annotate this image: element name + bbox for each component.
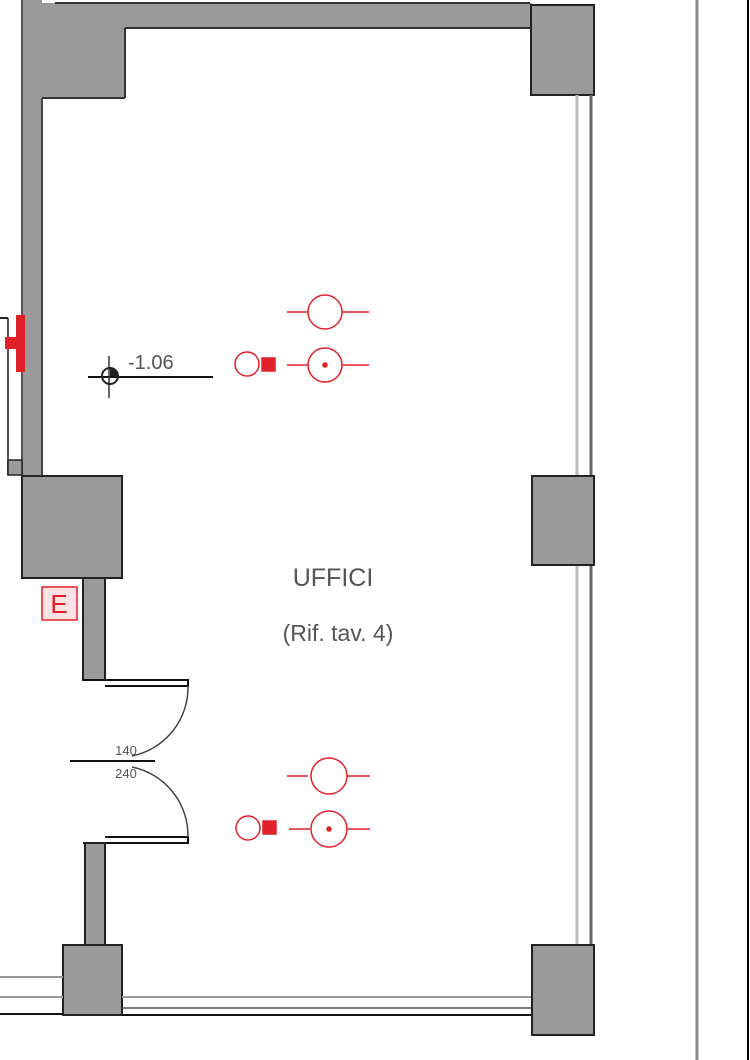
socket-icon — [234, 351, 276, 377]
pillar-right-middle — [531, 475, 595, 566]
ceiling-light-icon — [287, 294, 369, 330]
pillar-bottom-left — [62, 944, 123, 1016]
radiator-icon — [5, 315, 25, 372]
door-height-label: 240 — [115, 766, 137, 781]
door-width-label: 140 — [115, 743, 137, 758]
socket-icon — [235, 815, 277, 841]
level-mark-label: -1.06 — [128, 352, 174, 374]
ceiling-light-detector-icon — [289, 810, 370, 848]
pillar-bottom-right — [531, 944, 595, 1036]
pillar-top-right — [530, 4, 595, 96]
ceiling-light-detector-icon — [287, 347, 369, 383]
exit-sign-icon: E — [41, 586, 78, 621]
ceiling-light-icon — [287, 757, 370, 795]
room-reference: (Rif. tav. 4) — [283, 620, 394, 646]
room-name: UFFICI — [293, 564, 374, 592]
top-wall — [22, 2, 532, 99]
bottom-window — [0, 976, 532, 1016]
exit-sign-label: E — [50, 589, 67, 619]
level-marker-icon — [88, 356, 213, 398]
pillar-left — [21, 475, 123, 579]
left-wall — [0, 0, 43, 478]
door: 140 240 — [70, 679, 189, 844]
partition-wall-lower — [84, 842, 106, 946]
door-swing-icon — [131, 766, 189, 838]
right-window — [575, 95, 593, 945]
partition-wall-upper — [82, 577, 106, 681]
door-swing-icon — [131, 685, 189, 757]
